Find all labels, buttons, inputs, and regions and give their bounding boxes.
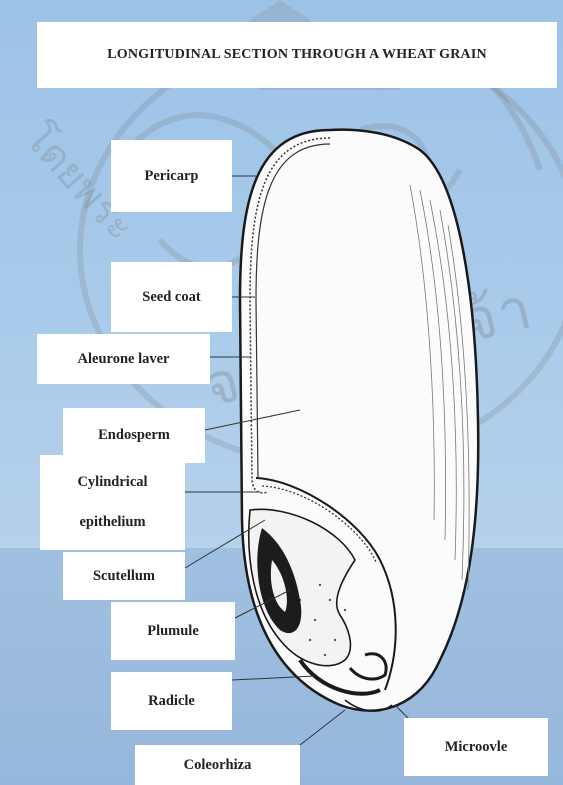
label-micropyle: Microovle — [404, 718, 548, 776]
label-cylindrical-epithelium: Cylindrical epithelium — [40, 455, 185, 550]
label-cylindrical-line1: Cylindrical — [77, 474, 147, 491]
label-aleurone-layer: Aleurone laver — [37, 334, 210, 384]
label-radicle: Radicle — [111, 672, 232, 730]
label-scutellum: Scutellum — [63, 552, 185, 600]
diagram-title: LONGITUDINAL SECTION THROUGH A WHEAT GRA… — [107, 47, 487, 63]
label-coleorhiza: Coleorhiza — [135, 745, 300, 785]
label-seed-coat: Seed coat — [111, 262, 232, 332]
label-pericarp: Pericarp — [111, 140, 232, 212]
title-box: LONGITUDINAL SECTION THROUGH A WHEAT GRA… — [37, 22, 557, 88]
label-cylindrical-line2: epithelium — [79, 514, 145, 531]
label-plumule: Plumule — [111, 602, 235, 660]
